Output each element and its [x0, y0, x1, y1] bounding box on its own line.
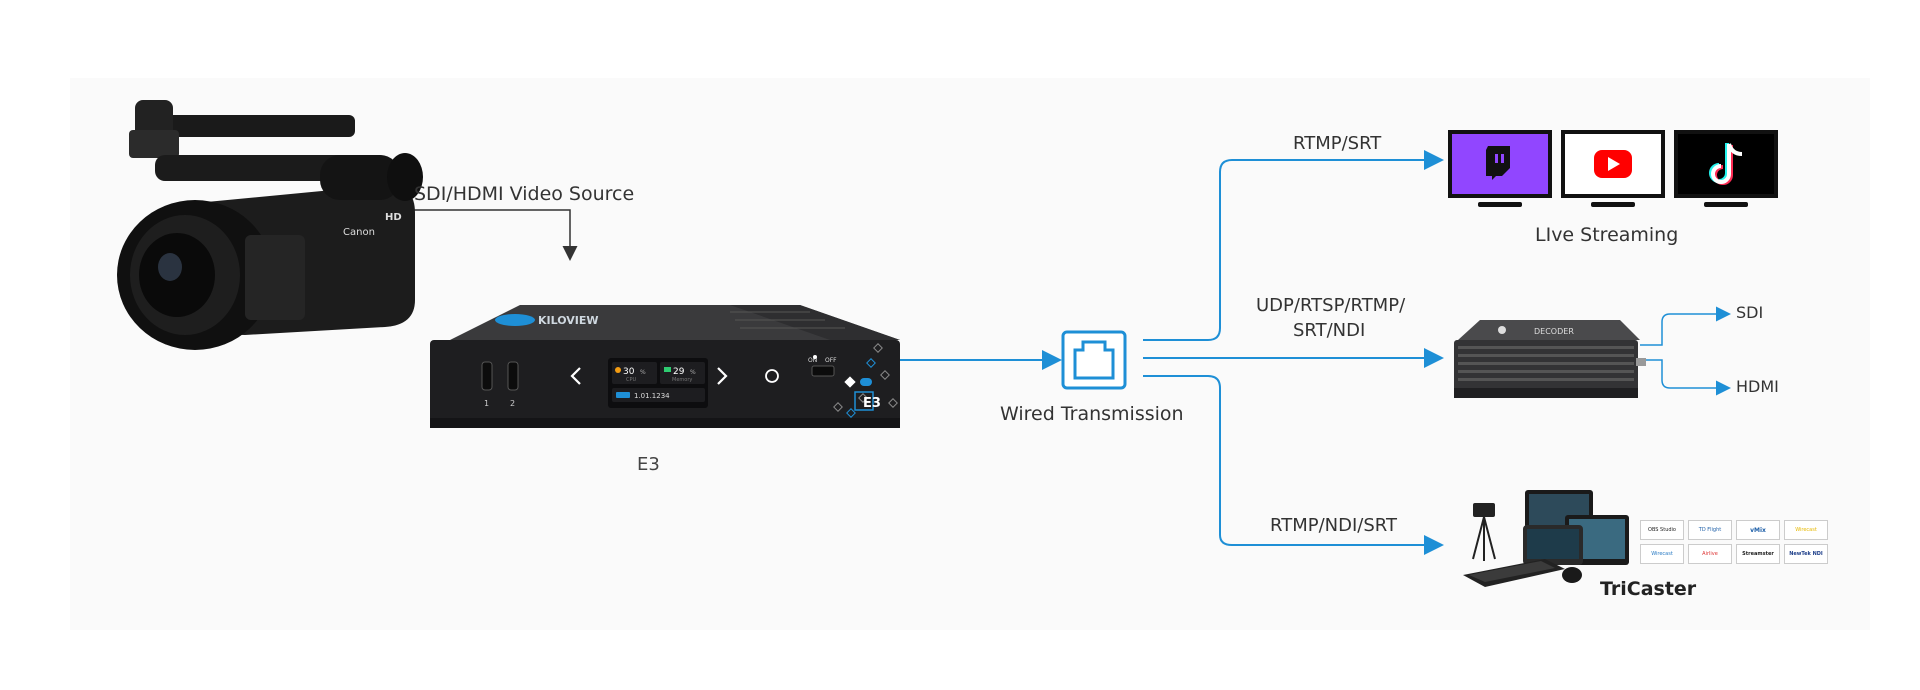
twitch-icon — [1448, 130, 1552, 207]
svg-text:%: % — [640, 369, 646, 376]
svg-text:OFF: OFF — [825, 357, 837, 364]
e3-device: KILOVIEW 1 2 30 % CPU 29 % Memory 1.01.1… — [430, 305, 900, 428]
youtube-icon — [1561, 130, 1665, 207]
svg-text:ON: ON — [808, 357, 817, 364]
decoder-icon: DECODER — [1454, 320, 1646, 398]
svg-text:%: % — [690, 369, 696, 376]
video-source-label: SDI/HDMI Video Source — [414, 183, 635, 205]
decoder-hdmi-arrow — [1640, 359, 1731, 396]
tiktok-icon — [1674, 130, 1778, 207]
chevron-right-icon — [717, 367, 728, 385]
wired-transmission-label: Wired Transmission — [1000, 403, 1184, 425]
usb-port-2-label: 2 — [510, 399, 515, 408]
live-streaming-label: LIve Streaming — [1535, 224, 1679, 246]
video-source-connector — [382, 209, 578, 261]
tricaster-label: TriCaster — [1600, 578, 1697, 600]
protocol-top-label: RTMP/SRT — [1293, 133, 1382, 154]
software-logo: NewTek NDI — [1784, 544, 1828, 564]
home-button-icon — [765, 369, 779, 383]
software-logo-grid: OBS Studio TD Flight vMix Wirecast Wirec… — [1640, 520, 1830, 568]
tricaster-icon — [1463, 490, 1629, 587]
protocol-bottom-label: RTMP/NDI/SRT — [1270, 515, 1397, 536]
software-logo: Wirecast — [1640, 544, 1684, 564]
output-hdmi-label: HDMI — [1736, 377, 1779, 396]
protocol-middle-label-line1: UDP/RTSP/RTMP/ — [1256, 295, 1406, 316]
software-logo: vMix — [1736, 520, 1780, 540]
svg-text:HD: HD — [385, 212, 402, 223]
software-logo: TD Flight — [1688, 520, 1732, 540]
device-brand-label: KILOVIEW — [538, 314, 599, 327]
software-logo: Streamster — [1736, 544, 1780, 564]
software-logo: Airlive — [1688, 544, 1732, 564]
protocol-middle-label-line2: SRT/NDI — [1293, 320, 1366, 341]
software-logo: Wirecast — [1784, 520, 1828, 540]
chevron-left-icon — [570, 367, 581, 385]
cpu-value: 30 — [623, 367, 635, 377]
decoder-sdi-arrow — [1640, 306, 1731, 346]
streaming-platforms — [1448, 130, 1778, 207]
branch-bottom-arrow — [1143, 375, 1444, 555]
firmware-version: 1.01.1234 — [634, 392, 670, 400]
camera-icon: Canon HD — [117, 100, 423, 350]
decoder-brand-label: DECODER — [1534, 327, 1574, 336]
svg-text:Memory: Memory — [672, 377, 692, 383]
output-sdi-label: SDI — [1736, 303, 1764, 322]
svg-text:Canon: Canon — [343, 227, 375, 238]
branch-top-arrow — [1143, 150, 1444, 341]
svg-text:CPU: CPU — [626, 377, 637, 383]
usb-port-1-label: 1 — [484, 399, 489, 408]
device-name-label: E3 — [637, 454, 660, 475]
memory-value: 29 — [673, 367, 685, 377]
ethernet-icon — [1061, 330, 1127, 390]
software-logo: OBS Studio — [1640, 520, 1684, 540]
device-model-badge: E3 — [863, 396, 881, 411]
